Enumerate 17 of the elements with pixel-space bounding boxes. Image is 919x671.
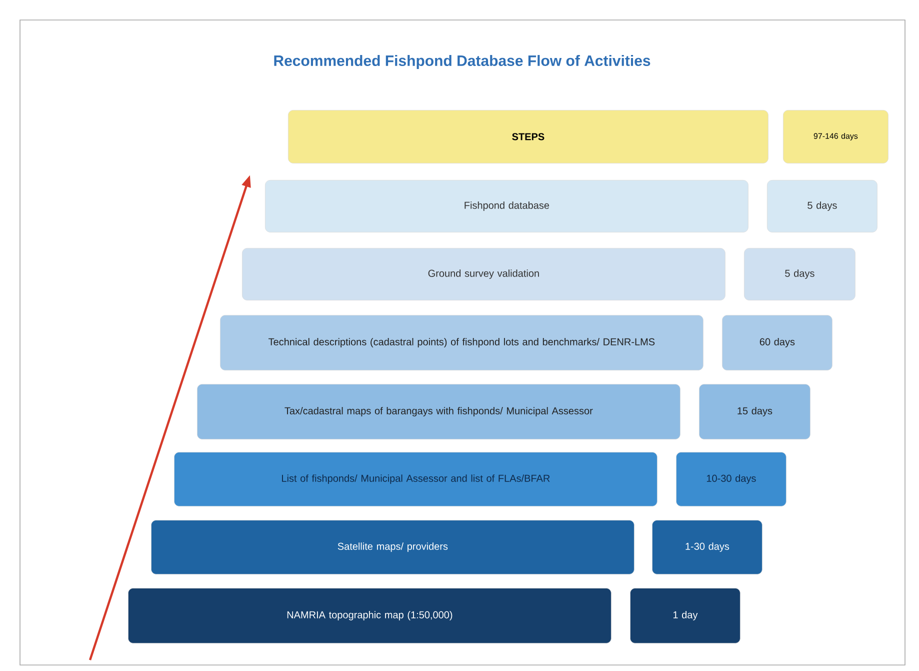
step-box: Tax/cadastral maps of barangays with fishponds/ Municipal Assessor — [197, 384, 680, 440]
duration-box: 5 days — [767, 180, 878, 232]
step-box: Ground survey validation — [242, 248, 726, 300]
step-box: NAMRIA topographic map (1:50,000) — [128, 588, 612, 644]
step-box: Technical descriptions (cadastral points) of fishpond lots and benchmarks/ DENR-LMS — [220, 315, 704, 370]
step-box: Fishpond database — [265, 180, 748, 232]
step-box: Satellite maps/ providers — [151, 520, 634, 574]
title: Recommended Fishpond Database Flow of Activities — [274, 55, 650, 69]
duration-box: 10-30 days — [676, 452, 786, 506]
duration-box: 97-146 days — [783, 110, 888, 164]
step-box: STEPS — [288, 110, 768, 164]
step-box: List of fishponds/ Municipal Assessor and list of FLAs/BFAR — [174, 452, 658, 506]
duration-box: 1 day — [630, 588, 740, 644]
duration-box: 60 days — [722, 315, 832, 370]
duration-box: 5 days — [744, 248, 856, 300]
duration-box: 1-30 days — [652, 520, 762, 574]
duration-box: 15 days — [699, 384, 810, 440]
